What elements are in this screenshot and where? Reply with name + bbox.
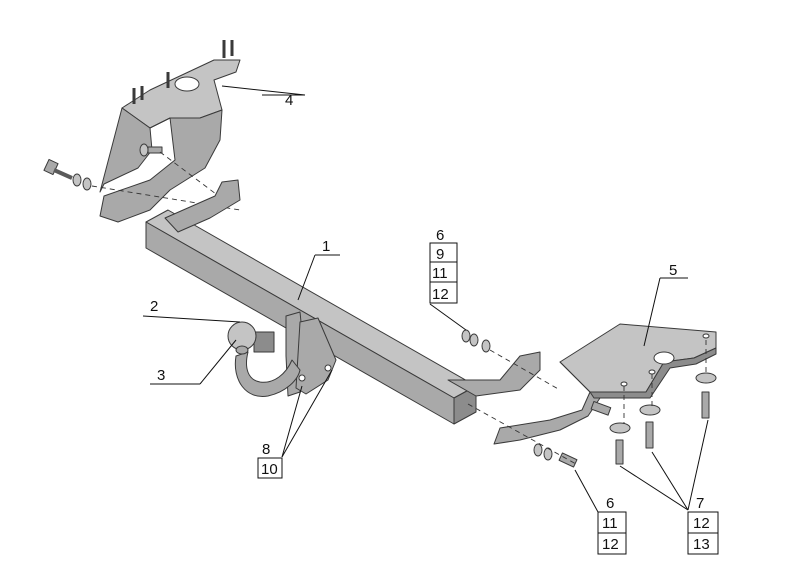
callout-stack-top: 6 9 11 12 [429,227,458,304]
ball-mount [227,311,337,397]
left-bolt-set [43,143,163,191]
leader-lines [142,85,709,513]
callout-stack-bottom-right: 7 12 13 [687,495,719,555]
callout-8: 8 [262,441,270,458]
callout-10: 10 [261,461,278,478]
stack-bl-item: 12 [602,536,619,553]
stack-bl-item: 11 [602,515,618,532]
right-bolt-set [461,329,717,468]
stack-top-item: 12 [432,286,449,303]
stack-br-item: 12 [693,515,710,532]
stack-top-item: 6 [436,227,444,244]
callout-labels: 1 2 3 4 5 8 10 6 9 11 12 6 11 12 [150,92,719,555]
callout-2: 2 [150,298,158,315]
stack-bl-item: 6 [606,495,614,512]
callout-3: 3 [157,367,165,384]
callout-1: 1 [322,238,330,255]
callout-5: 5 [669,262,677,279]
stack-top-item: 9 [436,246,444,263]
bracket-studs [132,40,234,104]
callout-stack-bottom-left: 6 11 12 [597,495,627,555]
left-bracket [43,40,241,223]
stack-br-item: 13 [693,536,710,553]
right-bracket [461,323,717,468]
cross-beam [145,179,541,425]
callout-4: 4 [285,92,293,109]
stack-br-item: 7 [696,495,704,512]
stack-top-item: 11 [432,265,448,282]
